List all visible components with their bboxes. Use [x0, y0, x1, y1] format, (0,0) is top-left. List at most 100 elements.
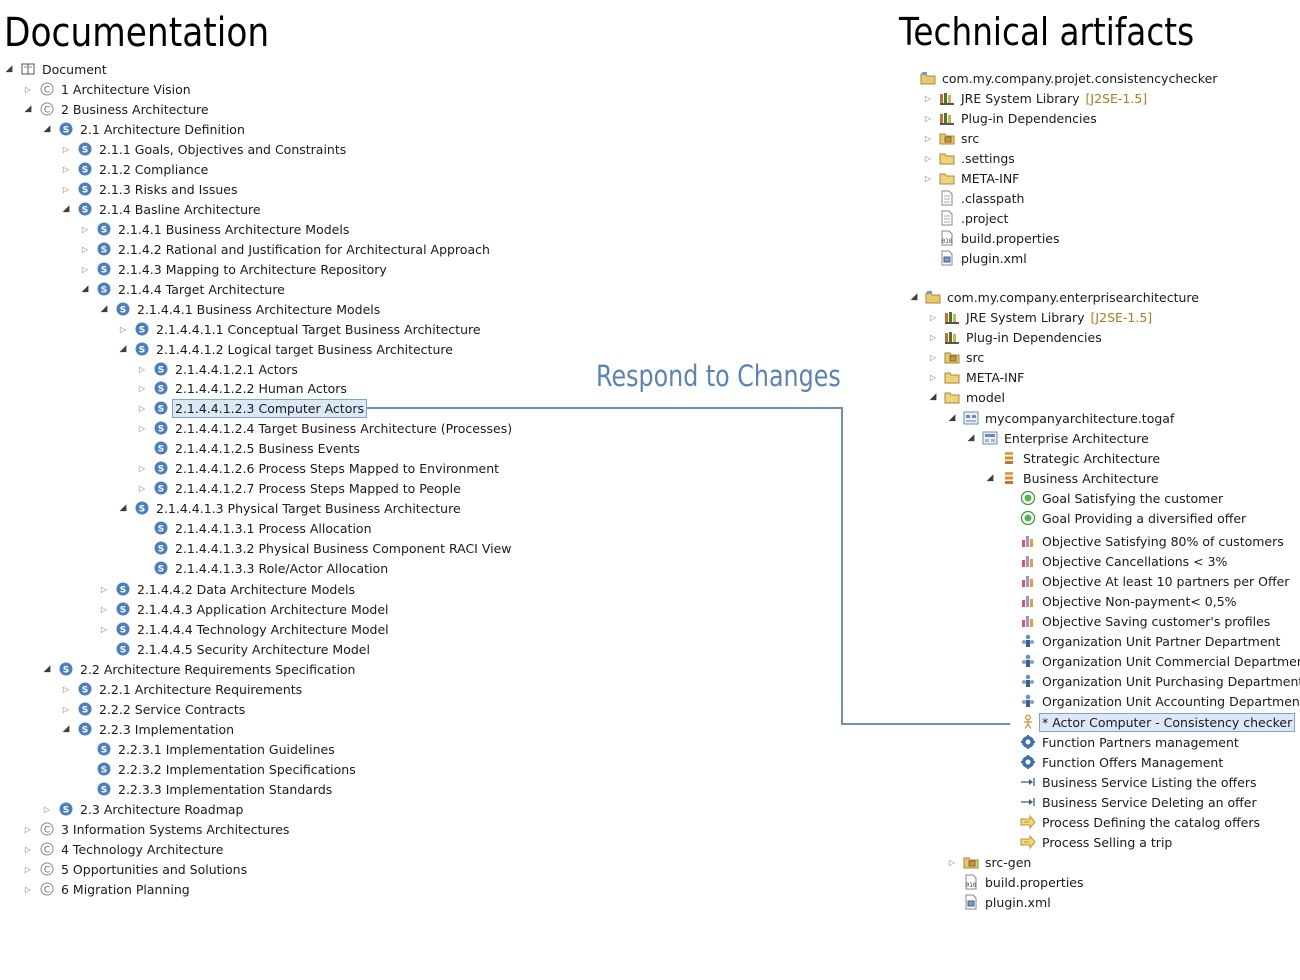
tech-tree-row[interactable]: ▷src [928, 347, 986, 367]
tech-tree-row-selected[interactable]: * Actor Computer - Consistency checker [1004, 712, 1296, 732]
tech-tree-row[interactable]: ◢Business Architecture [985, 468, 1161, 488]
tech-tree-row[interactable]: Objective Saving customer's profiles [1004, 611, 1272, 631]
expand-arrow-icon[interactable]: ▷ [138, 483, 146, 493]
tech-tree-row[interactable]: Function Partners management [1004, 732, 1241, 752]
collapse-arrow-icon[interactable]: ◢ [43, 664, 51, 674]
collapse-arrow-icon[interactable]: ◢ [81, 284, 89, 294]
collapse-arrow-icon[interactable]: ◢ [5, 64, 13, 74]
expand-arrow-icon[interactable]: ▷ [81, 244, 89, 254]
tech-tree-row[interactable]: plugin.xml [947, 892, 1053, 912]
tech-tree-row[interactable]: ◢com.my.company.enterprisearchitecture [909, 287, 1201, 307]
expand-arrow-icon[interactable]: ▷ [100, 624, 108, 634]
expand-arrow-icon[interactable]: ▷ [929, 332, 937, 342]
expand-arrow-icon[interactable]: ▷ [62, 144, 70, 154]
expand-arrow-icon[interactable]: ▷ [24, 84, 32, 94]
tech-tree-row[interactable]: ◢mycompanyarchitecture.togaf [947, 408, 1176, 428]
collapse-arrow-icon[interactable]: ◢ [24, 104, 32, 114]
expand-arrow-icon[interactable]: ▷ [81, 224, 89, 234]
tech-tree-row[interactable]: ▷Plug-in Dependencies [928, 327, 1104, 347]
expand-arrow-icon[interactable]: ▷ [138, 423, 146, 433]
collapse-arrow-icon[interactable]: ◢ [910, 292, 918, 302]
tech-tree-row[interactable]: Organization Unit Purchasing Department [1004, 671, 1300, 691]
tech-tree-row[interactable]: Organization Unit Partner Department [1004, 631, 1282, 651]
tech-tree-row[interactable]: Process Selling a trip [1004, 832, 1174, 852]
tech-tree-row[interactable]: Goal Providing a diversified offer [1004, 508, 1248, 528]
expand-arrow-icon[interactable]: ▷ [924, 133, 932, 143]
expand-arrow-icon[interactable]: ▷ [62, 704, 70, 714]
tech-tree-row[interactable]: Strategic Architecture [985, 448, 1162, 468]
collapse-arrow-icon[interactable]: ◢ [929, 392, 937, 402]
tech-tree-row[interactable]: Objective Satisfying 80% of customers [1004, 531, 1286, 551]
tech-tree-row[interactable]: ▷src-gen [947, 852, 1033, 872]
collapse-arrow-icon[interactable]: ◢ [100, 304, 108, 314]
tech-tree-row[interactable]: ◢Enterprise Architecture [966, 428, 1151, 448]
tech-tree-row[interactable]: Objective Non-payment< 0,5% [1004, 591, 1239, 611]
tech-tree-row[interactable]: ▷META-INF [923, 168, 1021, 188]
tech-tree-row[interactable]: Objective Cancellations < 3% [1004, 551, 1229, 571]
expand-arrow-icon[interactable]: ▷ [138, 463, 146, 473]
expand-arrow-icon[interactable]: ▷ [24, 844, 32, 854]
expand-arrow-icon[interactable]: ▷ [43, 804, 51, 814]
tech-tree-row[interactable]: Organization Unit Commercial Department [1004, 651, 1300, 671]
expand-arrow-icon[interactable]: ▷ [948, 857, 956, 867]
tech-tree-row[interactable]: plugin.xml [923, 248, 1029, 268]
tech-tree-row[interactable]: ◢model [928, 387, 1007, 407]
expand-arrow-icon[interactable]: ▷ [138, 383, 146, 393]
expand-arrow-icon[interactable]: ▷ [924, 173, 932, 183]
tech-tree-row[interactable]: Business Service Deleting an offer [1004, 792, 1259, 812]
expand-arrow-icon[interactable]: ▷ [62, 684, 70, 694]
collapse-arrow-icon[interactable]: ◢ [119, 344, 127, 354]
collapse-arrow-icon[interactable]: ◢ [967, 433, 975, 443]
expand-arrow-icon[interactable]: ▷ [24, 824, 32, 834]
tech-tree-row[interactable]: Process Defining the catalog offers [1004, 812, 1262, 832]
collapse-arrow-icon[interactable]: ◢ [948, 413, 956, 423]
tech-tree-row[interactable]: ▷Plug-in Dependencies [923, 108, 1099, 128]
tech-tree-row[interactable]: ▷JRE System Library[J2SE-1.5] [928, 307, 1152, 327]
tech-tree-row[interactable]: ▷JRE System Library[J2SE-1.5] [923, 88, 1147, 108]
tech-tree-row[interactable]: Business Service Listing the offers [1004, 772, 1259, 792]
doc-tree-row[interactable]: ◢Document [4, 59, 109, 79]
expand-arrow-icon[interactable]: ▷ [138, 403, 146, 413]
tech-tree-row[interactable]: ▷META-INF [928, 367, 1026, 387]
expand-arrow-icon[interactable]: ▷ [119, 324, 127, 334]
expand-arrow-icon[interactable]: ▷ [62, 164, 70, 174]
tech-tree-row[interactable]: .classpath [923, 188, 1026, 208]
tech-tree-row[interactable]: .project [923, 208, 1010, 228]
tech-tree-row[interactable]: Organization Unit Accounting Department [1004, 691, 1300, 711]
